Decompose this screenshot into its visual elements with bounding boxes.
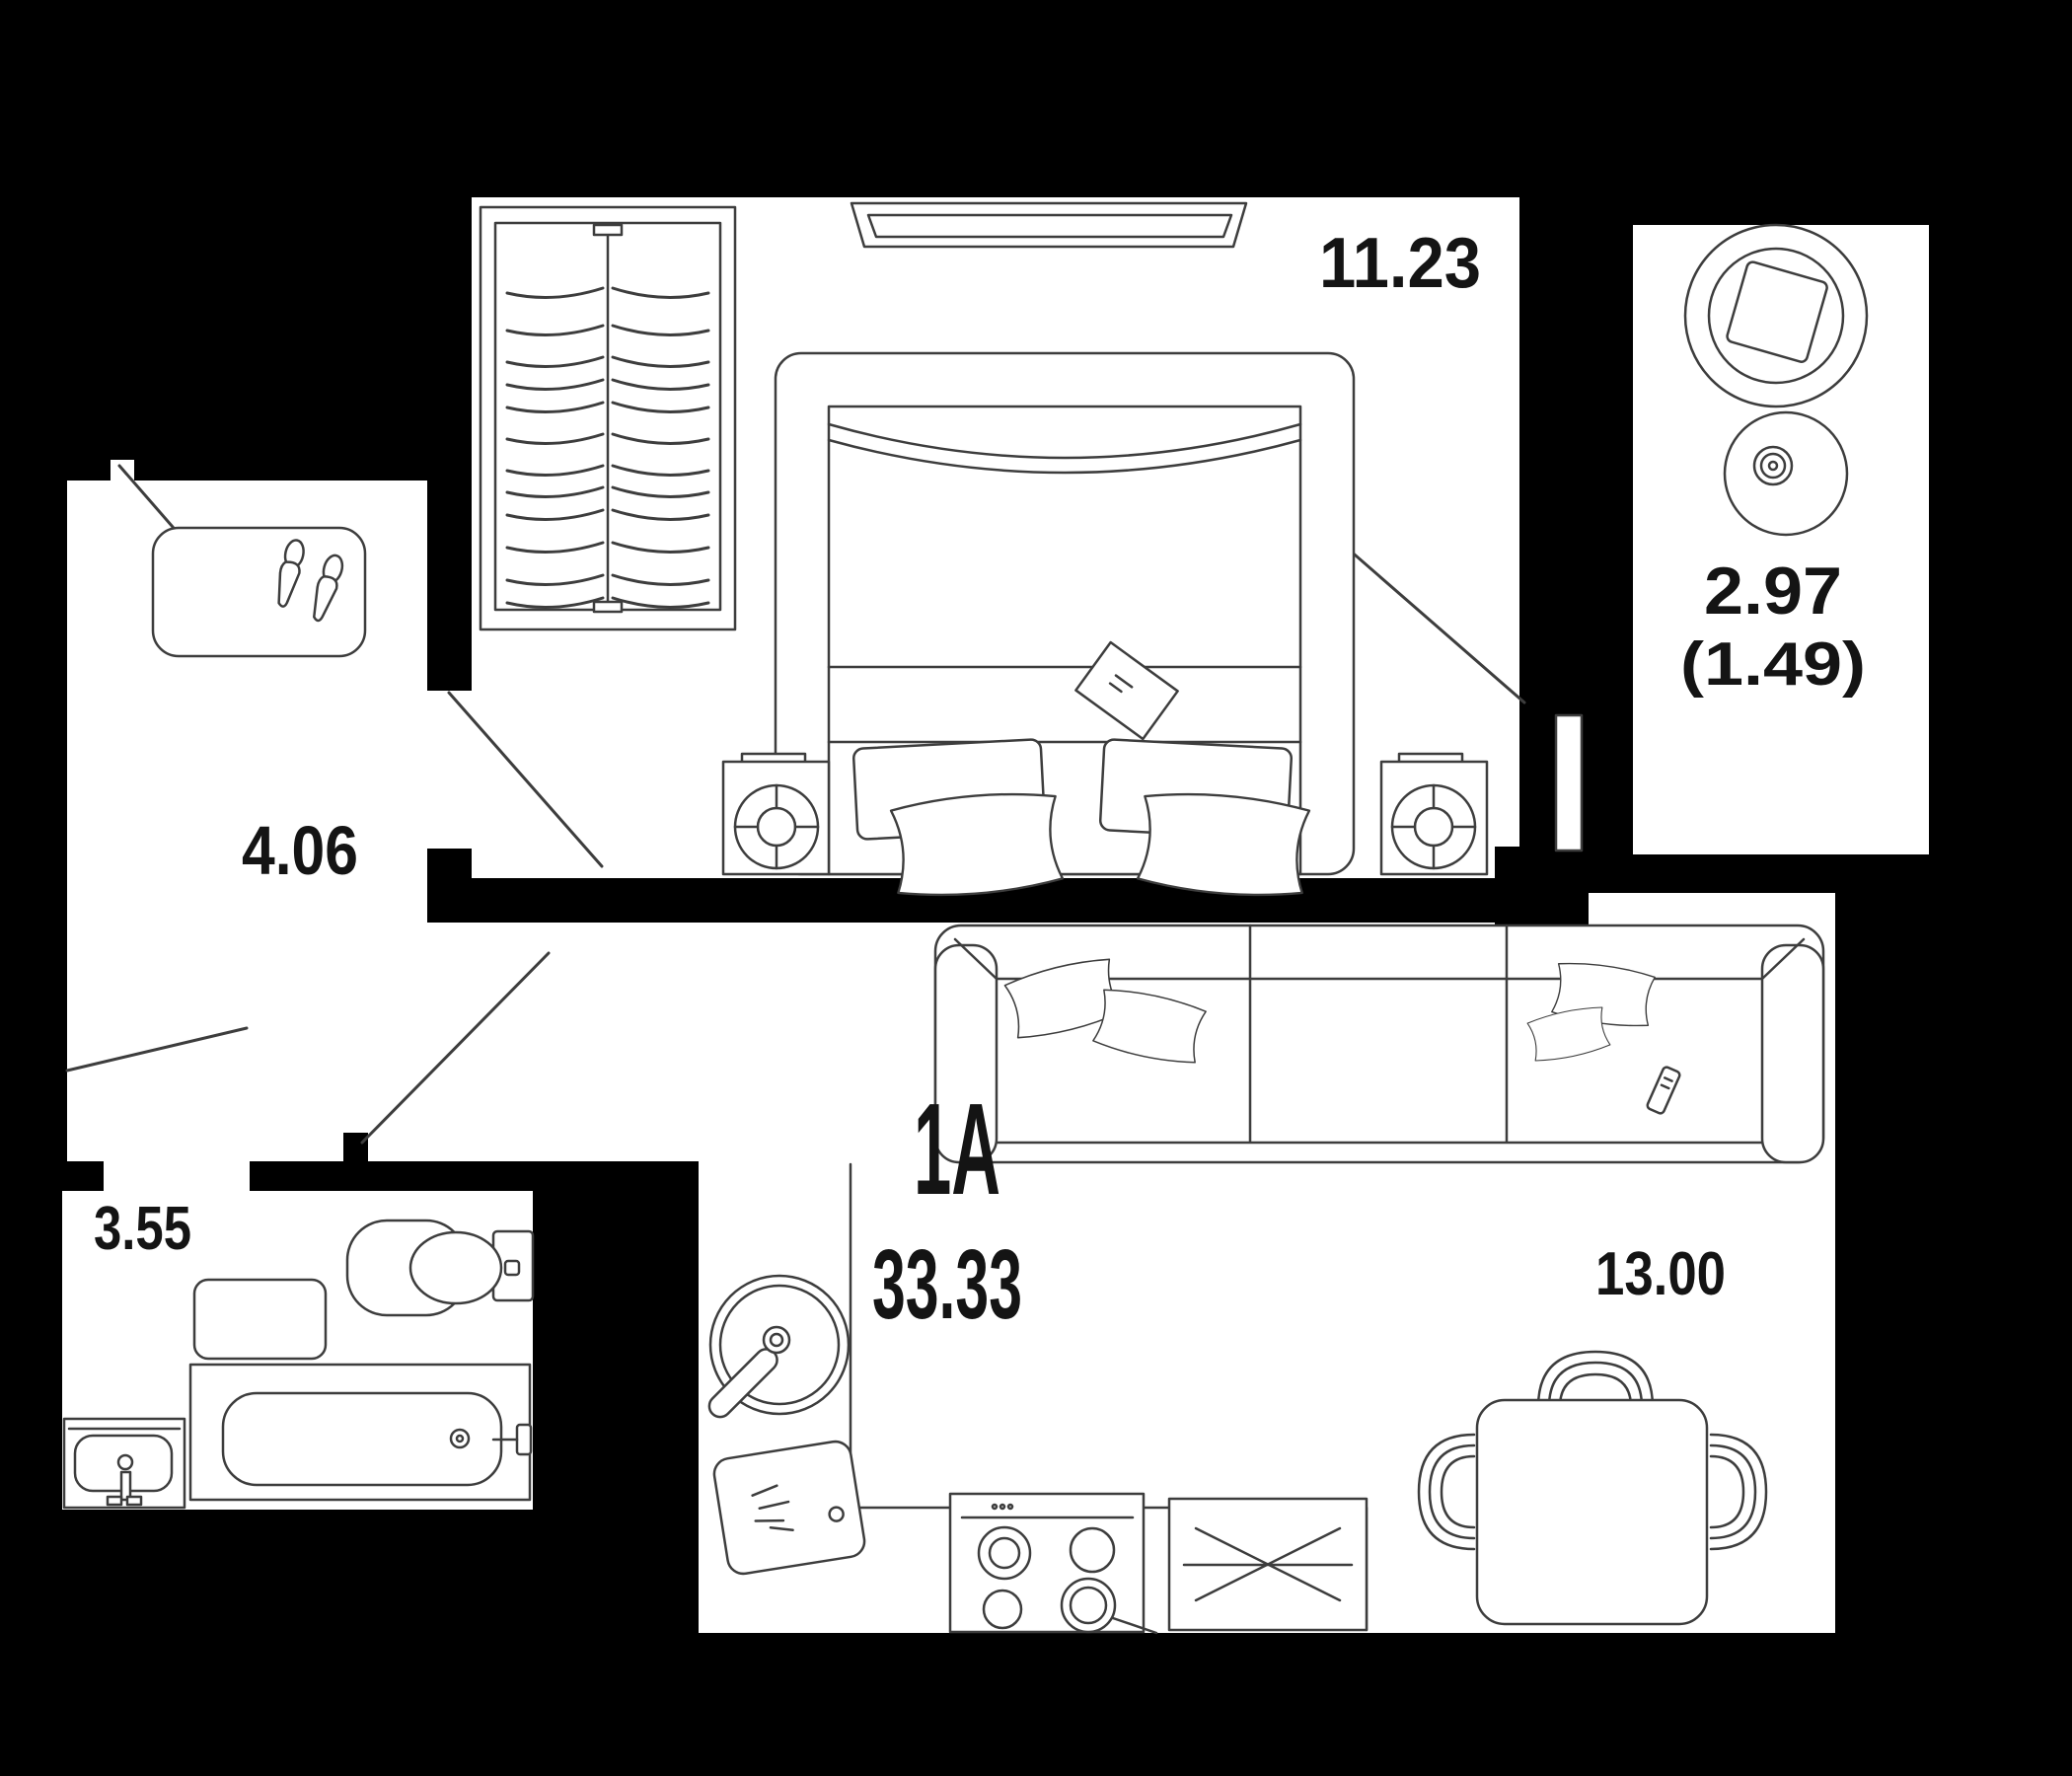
corridor-door-swing bbox=[65, 1026, 249, 1073]
stove bbox=[948, 1492, 1158, 1635]
kitchen-sink bbox=[707, 1274, 851, 1419]
bedroom-area-label: 11.23 bbox=[1319, 224, 1481, 303]
bed bbox=[774, 351, 1356, 902]
bedroom-door-opening bbox=[427, 691, 472, 849]
wardrobe bbox=[479, 205, 737, 631]
washing-machine bbox=[192, 1278, 328, 1361]
bathtub bbox=[188, 1363, 533, 1502]
sofa bbox=[933, 924, 1825, 1164]
bathroom-door-opening bbox=[104, 1161, 250, 1191]
kitchen-cabinet bbox=[1167, 1497, 1369, 1632]
hallway-area-label: 4.06 bbox=[242, 812, 358, 889]
nightstand-left bbox=[721, 752, 831, 876]
cutting-board bbox=[712, 1440, 866, 1576]
hangers bbox=[505, 286, 710, 609]
bedroom-door-swing bbox=[447, 691, 604, 868]
kitchen-door-swing bbox=[360, 951, 551, 1145]
balcony-area-label: 2.97 bbox=[1704, 554, 1842, 629]
dining-table bbox=[1417, 1350, 1768, 1626]
total-area-label: 33.33 bbox=[872, 1229, 1022, 1340]
bedroom-window bbox=[850, 201, 1248, 249]
book bbox=[1074, 640, 1179, 741]
shoe-cabinet bbox=[151, 526, 367, 658]
remote-control bbox=[1646, 1066, 1681, 1115]
balcony-chair bbox=[1683, 223, 1869, 408]
unit-type-label: 1A bbox=[914, 1076, 1000, 1221]
nightstand-right bbox=[1379, 752, 1489, 876]
bathroom-sink bbox=[62, 1417, 186, 1510]
wall-stub-kitchen-door bbox=[343, 1133, 368, 1161]
toilet bbox=[345, 1219, 535, 1317]
wall-stub-balcony bbox=[1495, 847, 1589, 935]
living-area-label: 13.00 bbox=[1595, 1240, 1726, 1308]
balcony-table bbox=[1723, 410, 1849, 537]
bathroom-area-label: 3.55 bbox=[94, 1195, 191, 1263]
balcony-area-secondary-label: (1.49) bbox=[1680, 630, 1866, 699]
balcony-door-leaf bbox=[1554, 713, 1584, 852]
